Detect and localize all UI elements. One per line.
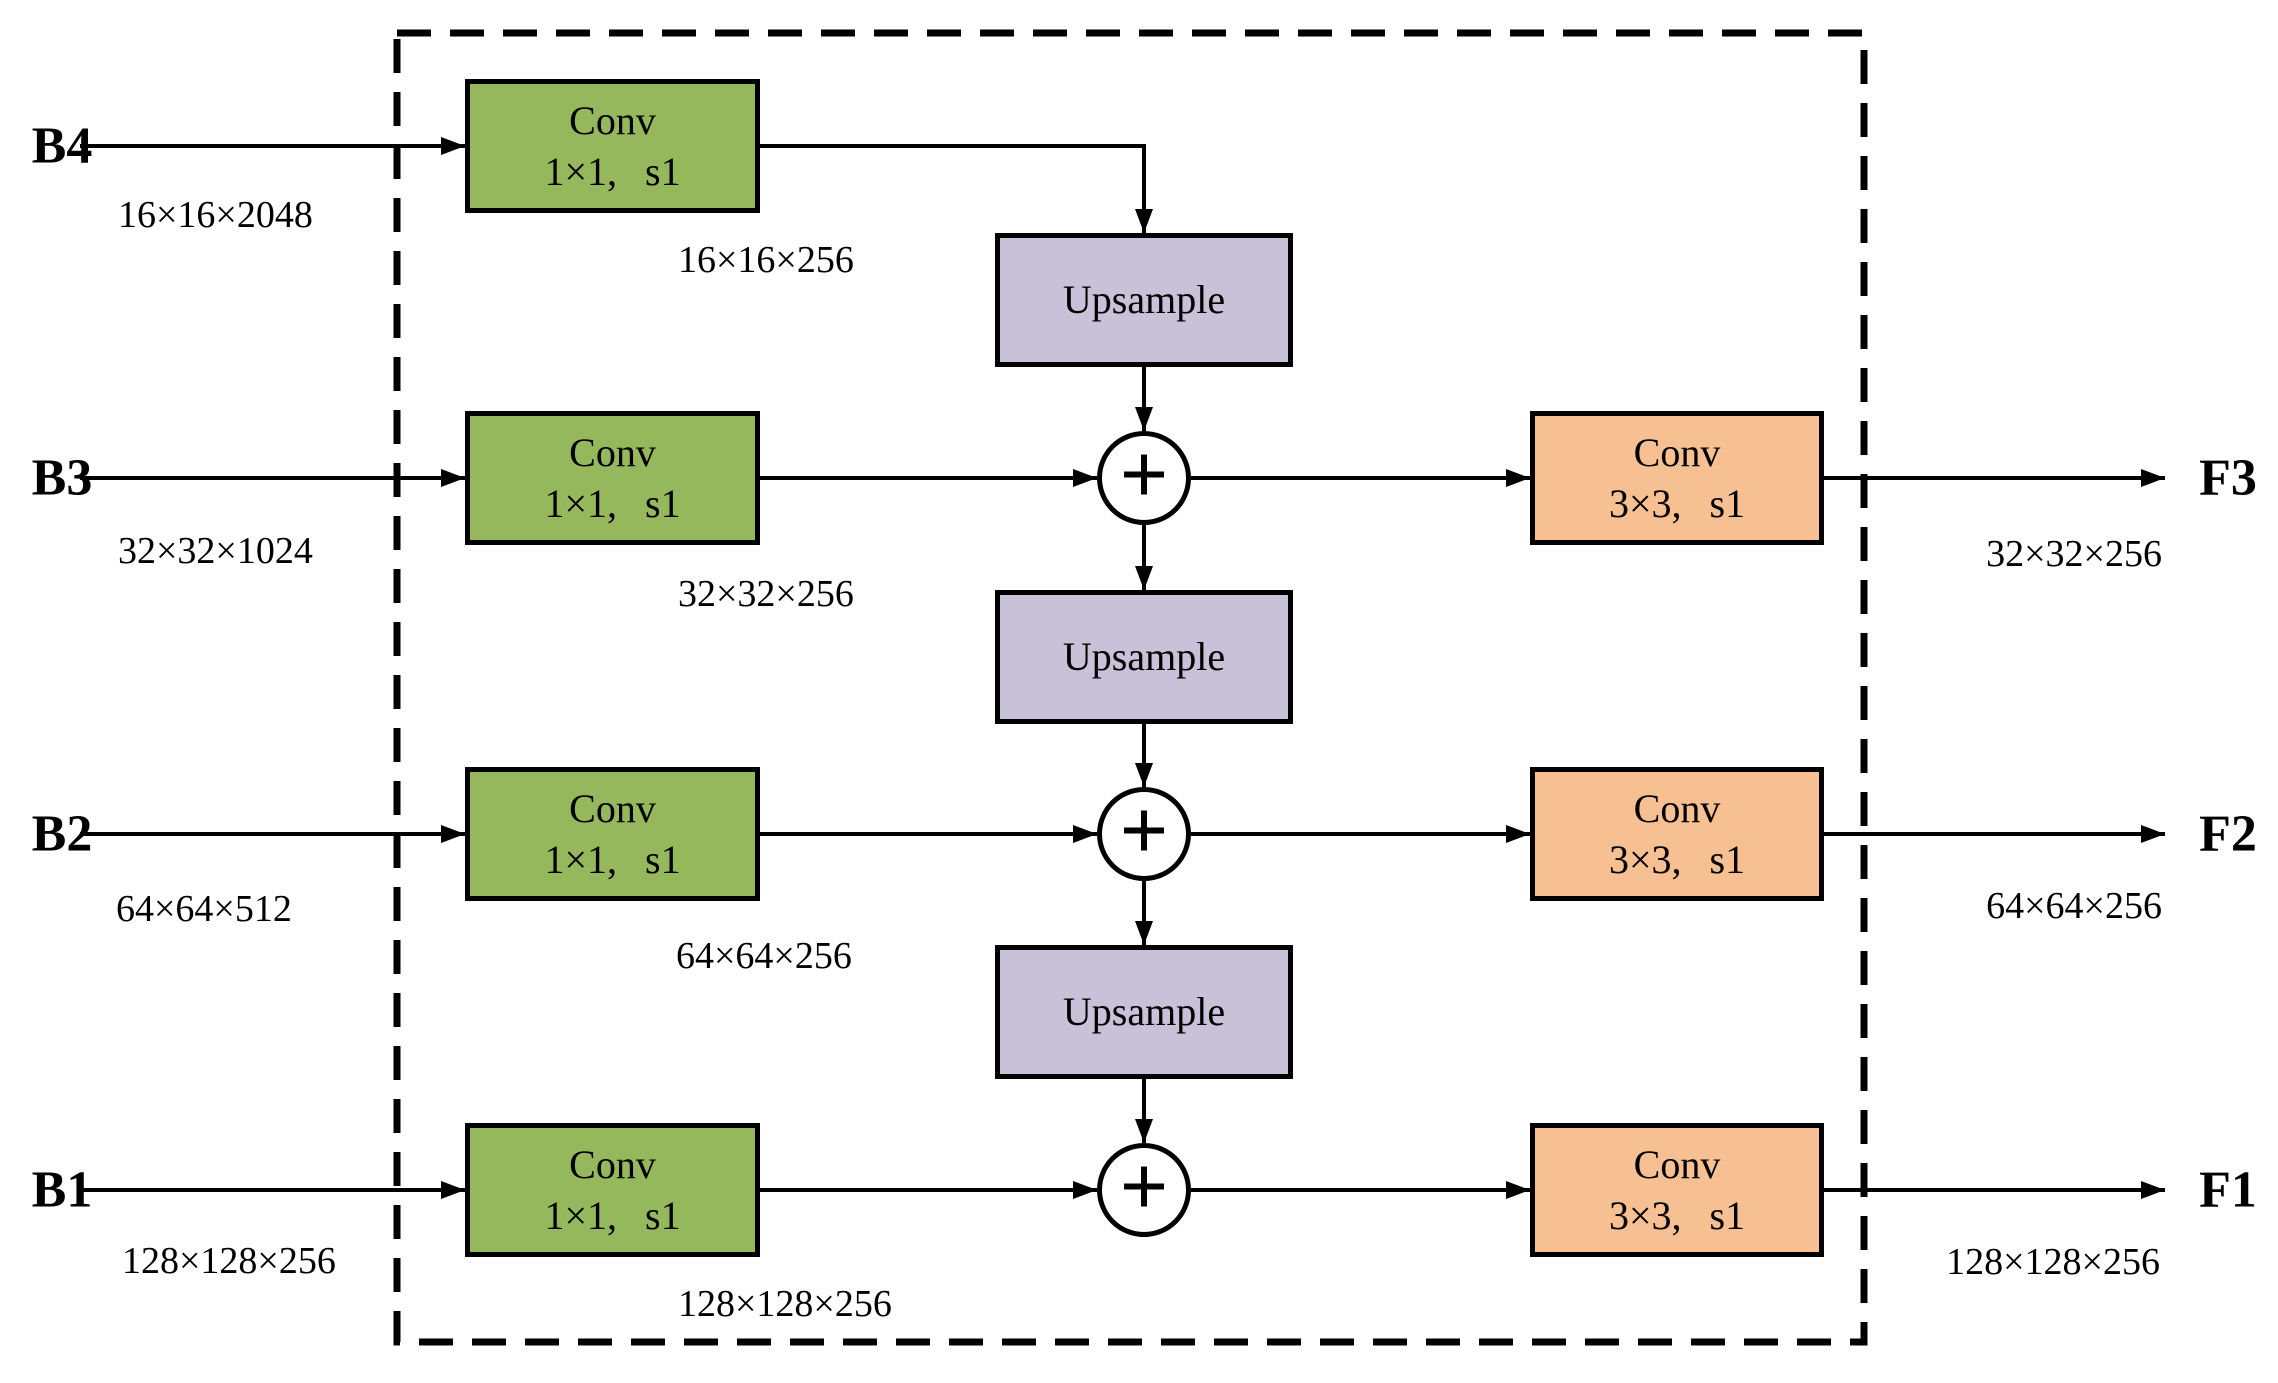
upsample-label: Upsample (1062, 634, 1226, 680)
conv1x1-out-dim-b2: 64×64×256 (676, 935, 852, 977)
conv1x1-subtitle: 1×1, s1 (544, 837, 681, 882)
plus-icon: + (1119, 782, 1169, 878)
conv1x1-out-dim-b3: 32×32×256 (678, 573, 854, 615)
upsample-box-1: Upsample (995, 233, 1293, 367)
plus-icon: + (1119, 426, 1169, 522)
elbow-conv1x1-b4-to-upsample1 (760, 144, 1153, 233)
conv1x1-subtitle: 1×1, s1 (544, 149, 681, 194)
output-label-f1: F1 (2199, 1161, 2257, 1219)
conv3x3-title: Conv (1633, 1141, 1721, 1187)
conv3x3-subtitle: 3×3, s1 (1608, 1193, 1746, 1238)
output-dim-f3: 32×32×256 (1986, 533, 2162, 575)
output-dim-f1: 128×128×256 (1946, 1241, 2160, 1283)
conv3x3-box-f2: Conv 3×3, s1 (1530, 767, 1824, 901)
input-dim-b4: 16×16×2048 (118, 194, 313, 236)
conv3x3-box-f3: Conv 3×3, s1 (1530, 411, 1824, 545)
conv1x1-subtitle: 1×1, s1 (544, 481, 681, 526)
input-label-b2: B2 (31, 805, 93, 863)
conv1x1-subtitle: 1×1, s1 (544, 1193, 681, 1238)
add-node-1: + (1097, 431, 1191, 525)
input-label-b1: B1 (31, 1161, 93, 1219)
conv3x3-subtitle: 3×3, s1 (1608, 837, 1746, 882)
conv1x1-title: Conv (569, 97, 656, 143)
conv1x1-title: Conv (569, 429, 656, 475)
conv1x1-box-b2: Conv 1×1, s1 (465, 767, 760, 901)
output-label-f3: F3 (2199, 449, 2257, 507)
upsample-label: Upsample (1062, 989, 1226, 1035)
plus-icon: + (1119, 1138, 1169, 1234)
conv1x1-out-dim-b4: 16×16×256 (678, 239, 854, 281)
conv3x3-subtitle: 3×3, s1 (1608, 481, 1746, 526)
conv3x3-title: Conv (1633, 429, 1721, 475)
dashed-boundary (393, 29, 1868, 1346)
input-label-b4: B4 (31, 117, 93, 175)
input-dim-b2: 64×64×512 (116, 888, 292, 930)
input-dim-b1: 128×128×256 (122, 1240, 336, 1282)
conv1x1-box-b4: Conv 1×1, s1 (465, 79, 760, 213)
input-label-b3: B3 (31, 449, 93, 507)
upsample-box-3: Upsample (995, 945, 1293, 1079)
output-label-f2: F2 (2199, 805, 2257, 863)
conv3x3-box-f1: Conv 3×3, s1 (1530, 1123, 1824, 1257)
input-dim-b3: 32×32×1024 (118, 530, 313, 572)
upsample-label: Upsample (1062, 277, 1226, 323)
conv3x3-title: Conv (1633, 785, 1721, 831)
conv1x1-box-b3: Conv 1×1, s1 (465, 411, 760, 545)
conv1x1-box-b1: Conv 1×1, s1 (465, 1123, 760, 1257)
conv1x1-out-dim-b1: 128×128×256 (678, 1283, 892, 1325)
output-dim-f2: 64×64×256 (1986, 885, 2162, 927)
conv1x1-title: Conv (569, 785, 656, 831)
upsample-box-2: Upsample (995, 590, 1293, 724)
conv1x1-title: Conv (569, 1141, 656, 1187)
add-node-3: + (1097, 1143, 1191, 1237)
add-node-2: + (1097, 787, 1191, 881)
